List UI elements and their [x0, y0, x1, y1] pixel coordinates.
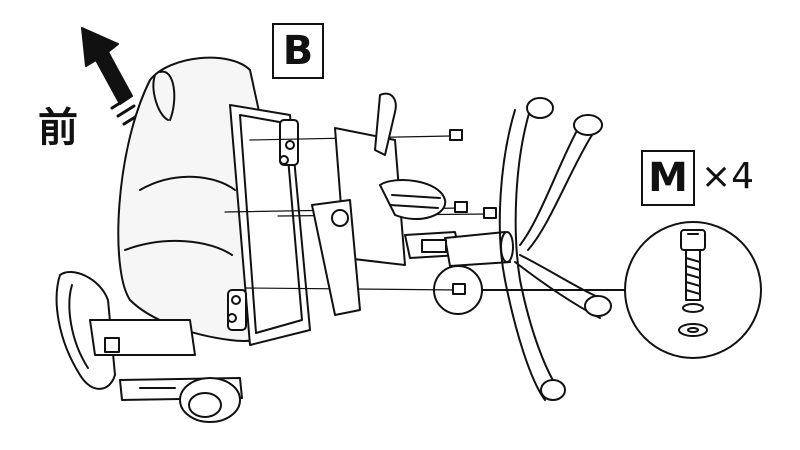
part-m-label: M [641, 150, 695, 206]
gas-lift-cylinder [421, 231, 514, 267]
part-m-quantity: ×4 [701, 156, 755, 197]
tilt-mechanism [311, 92, 461, 316]
part-b-label: B [272, 23, 324, 79]
armrest-left [55, 270, 196, 390]
caster-wheel [526, 97, 612, 401]
recline-knob [119, 377, 243, 423]
screw-detail-callout [624, 221, 762, 359]
star-base [498, 97, 612, 401]
front-direction-label: 前 [38, 105, 78, 151]
front-arrow-icon [81, 27, 142, 126]
hex-socket-bolt-icon [449, 129, 497, 295]
seat-mount-plate [227, 104, 311, 346]
